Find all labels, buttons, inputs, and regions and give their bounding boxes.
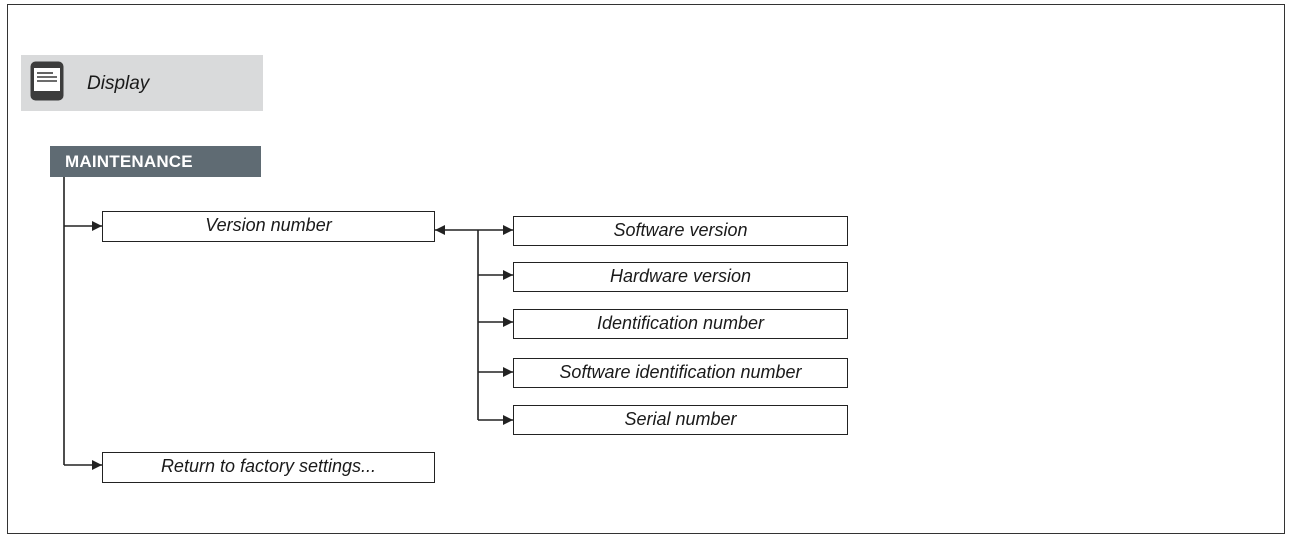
menu-header-maintenance: MAINTENANCE: [50, 146, 261, 177]
node-version-number: Version number: [102, 211, 435, 242]
connector-lines: [63, 177, 513, 470]
node-hardware-version: Hardware version: [513, 262, 848, 292]
node-software-version: Software version: [513, 216, 848, 246]
node-identification-number: Identification number: [513, 309, 848, 339]
node-software-identification-number: Software identification number: [513, 358, 848, 388]
display-label: Display: [87, 73, 150, 94]
node-return-to-factory-settings: Return to factory settings...: [102, 452, 435, 483]
display-banner: Display: [21, 55, 263, 111]
display-icon: [30, 61, 64, 101]
node-serial-number: Serial number: [513, 405, 848, 435]
